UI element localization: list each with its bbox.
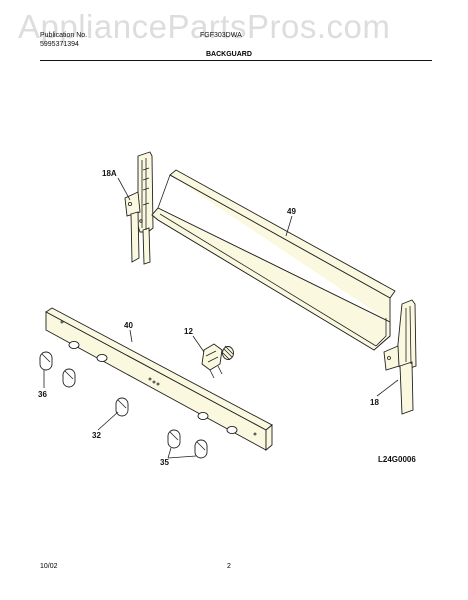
- part-18-right-end-bracket: [383, 299, 417, 415]
- part-40-control-panel: [45, 307, 273, 451]
- callout-32: 32: [92, 431, 101, 440]
- part-32-knob: [115, 397, 129, 417]
- part-18a-left-end-bracket: [124, 151, 154, 265]
- part-36-knobs: [39, 351, 76, 388]
- model-number: FGF303DWA: [200, 32, 242, 39]
- part-49-backguard-panel: [151, 169, 396, 351]
- publication-label: Publication No.: [40, 32, 88, 39]
- watermark: AppliancePartsPros.com: [18, 8, 391, 45]
- callout-40: 40: [124, 321, 133, 330]
- callout-35: 35: [160, 458, 169, 467]
- leader-lines: [43, 177, 399, 459]
- part-35-knobs: [167, 429, 208, 459]
- callout-36: 36: [38, 390, 47, 399]
- section-title: BACKGUARD: [206, 51, 252, 58]
- callout-49: 49: [287, 207, 296, 216]
- callout-12: 12: [184, 327, 193, 336]
- drawing-code: L24G0006: [378, 455, 416, 464]
- publication-number: 5995371394: [40, 41, 79, 48]
- part-12-switch: [201, 343, 234, 379]
- callout-18a: 18A: [102, 169, 117, 178]
- header-rule: [40, 60, 432, 61]
- footer-page-number: 2: [227, 563, 231, 570]
- callout-18: 18: [370, 398, 379, 407]
- footer-date: 10/02: [40, 563, 58, 570]
